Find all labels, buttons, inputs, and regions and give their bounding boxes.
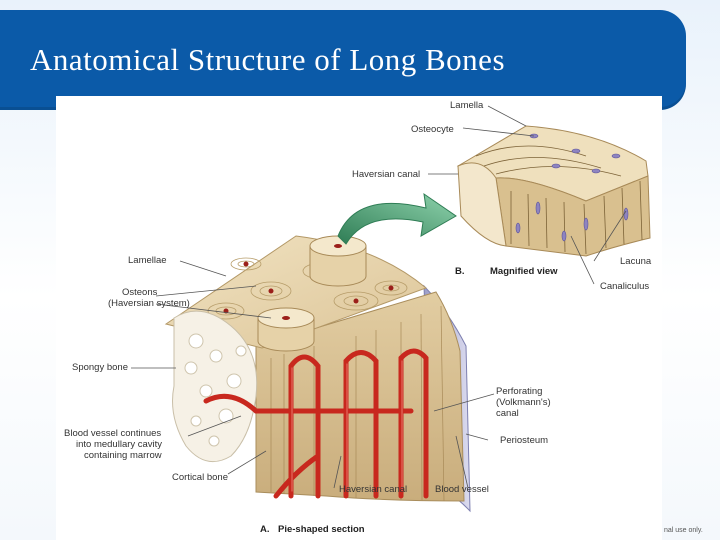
label-haversian-canal-bottom: Haversian canal (339, 484, 408, 495)
bone-illustration (131, 105, 651, 513)
label-blood-vessel-line1: Blood vessel continues (64, 428, 162, 439)
pie-section (164, 235, 471, 513)
spongy-bone-mass (172, 310, 258, 463)
vessel-highlights (291, 360, 403, 492)
magnified-block (456, 125, 651, 257)
label-perforating-line3: canal (496, 408, 519, 419)
label-lamella: Lamella (450, 100, 484, 111)
slide-title: Anatomical Structure of Long Bones (30, 42, 506, 77)
label-spongy-bone: Spongy bone (72, 362, 128, 373)
label-cortical-bone: Cortical bone (172, 472, 228, 483)
label-panel-b-title: Magnified view (490, 266, 558, 277)
label-periosteum: Periosteum (500, 435, 549, 446)
magnified-front-face (495, 175, 651, 257)
footnote: nal use only. (664, 527, 703, 534)
magnify-arrow (337, 192, 457, 245)
label-perforating-line1: Perforating (496, 386, 543, 397)
label-osteons-line1: Osteons (122, 287, 158, 298)
osteocytes (515, 133, 629, 242)
label-panel-a-letter: A. (260, 524, 270, 535)
label-perforating-line2: (Volkmann's) (496, 397, 551, 408)
label-canaliculus: Canaliculus (600, 281, 650, 292)
label-blood-vessel-line3: containing marrow (84, 450, 162, 461)
label-osteocyte: Osteocyte (411, 124, 454, 135)
raised-osteons (257, 235, 367, 352)
label-osteons: Osteons (Haversian system) (108, 287, 190, 309)
label-blood-vessel-line2: into medullary cavity (76, 439, 163, 450)
label-blood-vessel-continues: Blood vessel continues into medullary ca… (64, 428, 162, 461)
leader-lines (131, 105, 627, 489)
label-blood-vessel: Blood vessel (435, 484, 489, 495)
label-panel-a-title: Pie-shaped section (278, 524, 365, 535)
label-perforating-canal: Perforating (Volkmann's) canal (496, 386, 551, 419)
label-haversian-canal-top: Haversian canal (352, 169, 421, 180)
label-osteons-line2: (Haversian system) (108, 298, 190, 309)
title-bar (0, 10, 686, 110)
label-panel-b-letter: B. (455, 266, 465, 277)
bone-diagram: Lamella Osteocyte Haversian canal Lamell… (56, 96, 662, 540)
blood-vessels (203, 348, 429, 499)
haversian-channel-cut (457, 162, 507, 247)
label-lamellae: Lamellae (128, 255, 167, 266)
label-lacuna: Lacuna (620, 256, 652, 267)
